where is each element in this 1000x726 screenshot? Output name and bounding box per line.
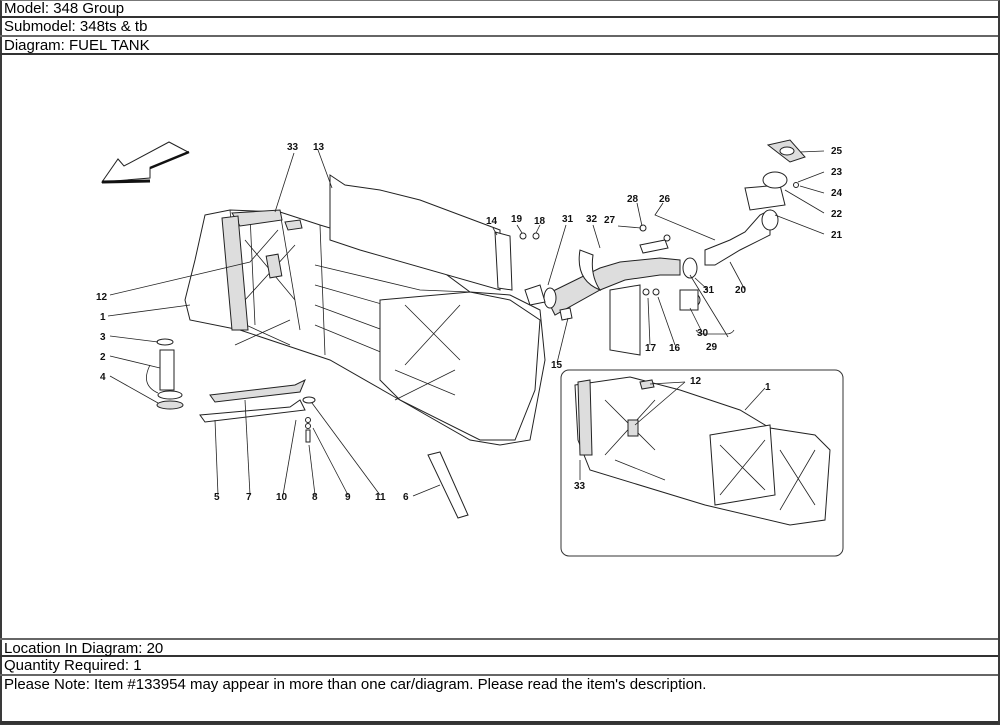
callout-5: 5 <box>214 492 220 503</box>
fuel-tank-main <box>184 209 546 446</box>
fuel-pump-sender <box>146 338 184 410</box>
callout-15: 15 <box>551 360 563 371</box>
callout-29: 29 <box>706 342 718 353</box>
callout-21: 21 <box>831 230 843 241</box>
brace-29 <box>695 329 735 335</box>
callout-30: 30 <box>697 328 709 339</box>
heat-shield <box>329 174 501 291</box>
callout-14: 14 <box>486 216 498 227</box>
callout-1-inset: 1 <box>765 382 771 393</box>
quantity-required: Quantity Required: 1 <box>0 657 998 676</box>
callout-13: 13 <box>313 142 325 153</box>
callout-24: 24 <box>831 188 843 199</box>
direction-arrow-icon <box>100 141 190 184</box>
callout-11: 11 <box>375 492 386 503</box>
callout-6: 6 <box>403 492 409 503</box>
callout-32: 32 <box>586 214 598 225</box>
callout-22: 22 <box>831 209 843 220</box>
callout-12: 12 <box>96 292 108 303</box>
support-bracket <box>427 451 469 519</box>
callout-26: 26 <box>659 194 671 205</box>
callout-1: 1 <box>100 312 106 323</box>
callout-19: 19 <box>511 214 523 225</box>
callout-8: 8 <box>312 492 318 503</box>
callout-3: 3 <box>100 332 106 343</box>
callout-27: 27 <box>604 215 616 226</box>
callout-17: 17 <box>645 343 657 354</box>
callout-16: 16 <box>669 343 681 354</box>
callout-18: 18 <box>534 216 546 227</box>
submodel-label: Submodel: 348ts & tb <box>0 18 998 37</box>
callout-23: 23 <box>831 167 843 178</box>
filler-hose-assembly <box>519 139 806 356</box>
location-in-diagram: Location In Diagram: 20 <box>0 638 998 657</box>
callout-28: 28 <box>627 194 639 205</box>
callout-7: 7 <box>246 492 252 503</box>
callout-31: 31 <box>703 285 715 296</box>
callout-4: 4 <box>100 372 106 383</box>
callout-12-inset: 12 <box>690 376 702 387</box>
model-label: Model: 348 Group <box>0 0 998 18</box>
callout-9: 9 <box>345 492 351 503</box>
callout-20: 20 <box>735 285 747 296</box>
diagram-title: Diagram: FUEL TANK <box>0 37 998 55</box>
callout-10: 10 <box>276 492 288 503</box>
callout-31: 31 <box>562 214 574 225</box>
callout-2: 2 <box>100 352 106 363</box>
item-note: Please Note: Item #133954 may appear in … <box>0 676 998 724</box>
bracket <box>494 231 513 291</box>
fuel-tank-diagram: 33 13 12 1 3 2 4 14 19 18 31 32 27 28 26… <box>0 55 998 638</box>
inset-view <box>560 369 844 557</box>
tank-straps <box>199 378 316 443</box>
leader-lines <box>107 149 825 497</box>
callout-33-inset: 33 <box>574 481 586 492</box>
callout-25: 25 <box>831 146 843 157</box>
callout-33: 33 <box>287 142 299 153</box>
